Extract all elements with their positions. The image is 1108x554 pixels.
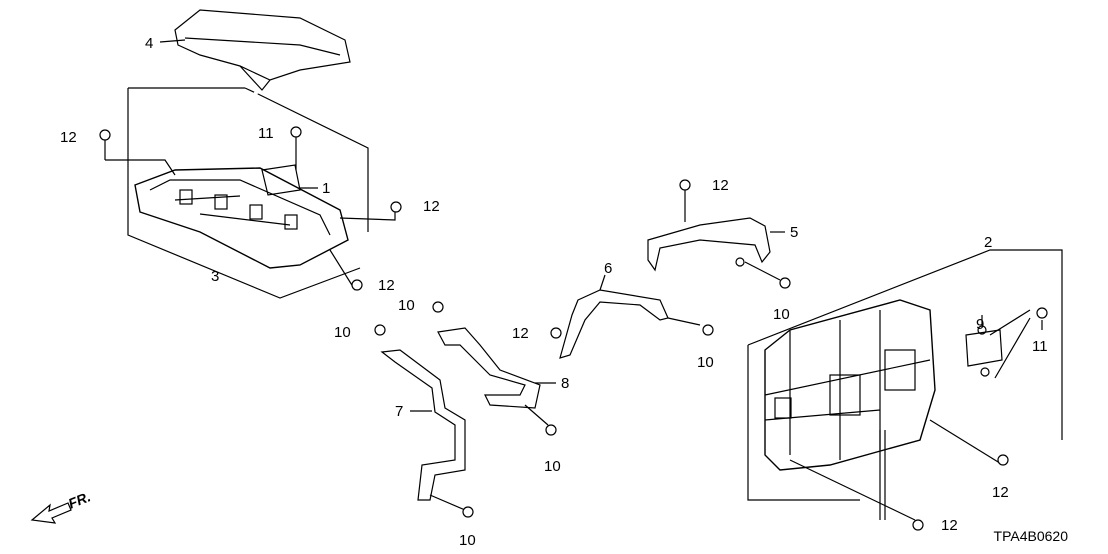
callout-10: 10 [398, 297, 415, 314]
front-arrow-icon [30, 502, 72, 524]
callout-12: 12 [941, 517, 958, 534]
callout-7: 7 [395, 403, 404, 420]
callout-4: 4 [145, 35, 154, 52]
callout-10: 10 [334, 324, 351, 341]
callout-12: 12 [423, 198, 440, 215]
diagram-code: TPA4B0620 [993, 528, 1068, 544]
callout-10: 10 [697, 354, 714, 371]
part-8-bracket [437, 327, 556, 426]
callout-12: 12 [512, 325, 529, 342]
callout-3: 3 [211, 268, 220, 285]
callout-12: 12 [712, 177, 729, 194]
callout-5: 5 [790, 224, 799, 241]
callout-10: 10 [544, 458, 561, 475]
part-4-cover [159, 9, 351, 91]
callout-12: 12 [378, 277, 395, 294]
callout-1: 1 [322, 180, 331, 197]
callout-8: 8 [561, 375, 570, 392]
part-7-bracket [380, 349, 466, 511]
callout-10: 10 [459, 532, 476, 549]
fasteners [99, 126, 1048, 531]
part-5-bracket [647, 190, 785, 281]
callout-6: 6 [604, 260, 613, 277]
callout-12: 12 [60, 129, 77, 146]
part-6-bracket [559, 274, 701, 359]
dashed-leaders [244, 87, 259, 95]
callout-11: 11 [1032, 338, 1048, 355]
callout-9: 9 [976, 316, 985, 333]
callout-11: 11 [258, 125, 274, 142]
part-3-fuse-box [104, 87, 396, 299]
callout-10: 10 [773, 306, 790, 323]
callout-12: 12 [992, 484, 1009, 501]
callout-2: 2 [984, 234, 993, 251]
part-2-unit [747, 249, 1063, 521]
